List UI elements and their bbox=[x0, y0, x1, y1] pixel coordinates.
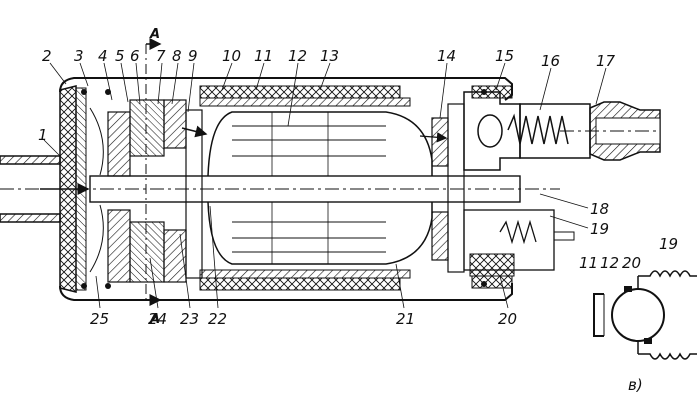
leader-lines bbox=[43, 62, 607, 309]
part-number-4: 4 bbox=[98, 47, 108, 65]
part-number-16: 16 bbox=[541, 52, 560, 70]
commutator-and-brushes bbox=[419, 103, 575, 277]
part-number-1: 1 bbox=[38, 126, 48, 144]
outlet-valve-and-fitting bbox=[463, 85, 661, 289]
schematic-label-12: 12 bbox=[600, 254, 619, 272]
pump-housing bbox=[59, 77, 513, 301]
part-number-12: 12 bbox=[288, 47, 307, 65]
part-number-11: 11 bbox=[254, 47, 273, 65]
section-line-a-a bbox=[145, 38, 162, 306]
part-number-23: 23 bbox=[180, 310, 199, 328]
part-number-25: 25 bbox=[90, 310, 109, 328]
part-number-8: 8 bbox=[172, 47, 182, 65]
part-number-10: 10 bbox=[222, 47, 241, 65]
part-number-6: 6 bbox=[130, 47, 140, 65]
schematic-label-19: 19 bbox=[659, 235, 678, 253]
part-number-18: 18 bbox=[590, 200, 609, 218]
part-number-2: 2 bbox=[42, 47, 52, 65]
motor-shaft bbox=[0, 175, 560, 203]
schematic-label-20: 20 bbox=[622, 254, 641, 272]
part-number-17: 17 bbox=[596, 52, 616, 70]
part-number-5: 5 bbox=[115, 47, 125, 65]
part-number-20: 20 bbox=[498, 310, 517, 328]
part-number-13: 13 bbox=[320, 47, 339, 65]
part-number-19: 19 bbox=[590, 220, 609, 238]
part-number-3: 3 bbox=[74, 47, 84, 65]
seal-rings bbox=[81, 89, 487, 289]
wiring-schematic bbox=[593, 270, 697, 360]
part-number-21: 21 bbox=[396, 310, 415, 328]
part-number-9: 9 bbox=[188, 47, 198, 65]
section-label-bottom: A bbox=[149, 312, 160, 327]
part-number-22: 22 bbox=[208, 310, 227, 328]
part-number-15: 15 bbox=[495, 47, 514, 65]
schematic-caption: в) bbox=[628, 376, 643, 394]
schematic-label-11: 11 bbox=[579, 254, 598, 272]
part-number-14: 14 bbox=[437, 47, 456, 65]
part-number-24: 24 bbox=[148, 310, 167, 328]
pump-rotor-section bbox=[89, 99, 208, 283]
part-number-7: 7 bbox=[156, 47, 166, 65]
armature bbox=[207, 111, 433, 265]
section-label-top: A bbox=[149, 27, 160, 42]
